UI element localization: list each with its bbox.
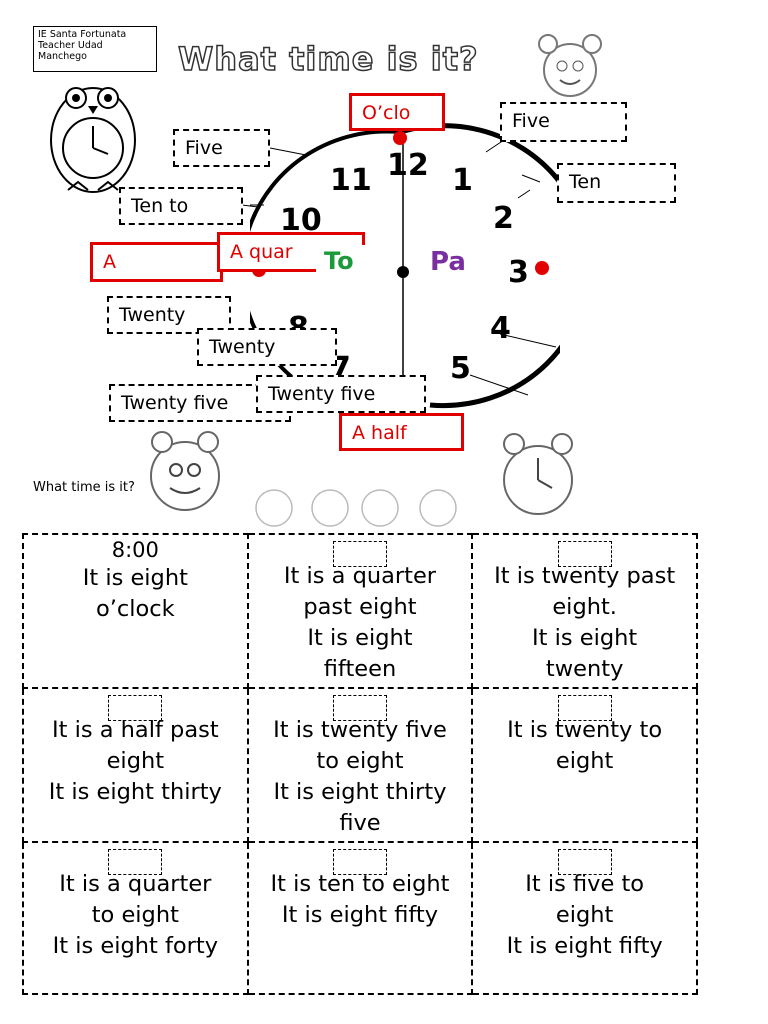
grid-cell: 8:00 It is eight o’clock <box>22 533 249 689</box>
label-ten-to: Ten to <box>119 187 243 225</box>
time-blank[interactable] <box>332 541 387 567</box>
question-text: What time is it? <box>33 480 135 495</box>
label-twenty-mid: Twenty <box>197 328 337 366</box>
time-blank[interactable] <box>557 695 612 721</box>
clock-center <box>397 266 409 278</box>
school-line: IE Santa Fortunata <box>38 29 127 40</box>
time-blank[interactable] <box>108 849 163 875</box>
time-blank[interactable] <box>332 695 387 721</box>
label-five-left: Five <box>173 129 270 167</box>
grid-cell: It is twenty past eight. It is eight twe… <box>471 533 698 689</box>
grid-cell: It is a half past eight It is eight thir… <box>22 687 249 843</box>
cell-line: It is eight <box>532 625 638 651</box>
cell-line: to eight <box>316 748 404 774</box>
time-blank[interactable] <box>332 849 387 875</box>
label-to: To <box>316 245 386 283</box>
cell-line: It is eight <box>307 625 413 651</box>
cell-line: fifteen <box>323 656 397 682</box>
cell-line: It is twenty to <box>507 717 663 743</box>
time-grid: 8:00 It is eight o’clock It is a quarter… <box>22 533 698 995</box>
clock-number: 5 <box>450 351 471 386</box>
grid-cell: It is five to eight It is eight fifty <box>471 841 698 995</box>
cell-line: It is twenty past <box>494 563 676 589</box>
label-a-half: A half <box>339 413 464 451</box>
cell-line: It is ten to eight <box>270 871 450 897</box>
cell-line: It is a quarter <box>283 563 437 589</box>
cell-line: eight <box>555 902 614 928</box>
label-twenty-left: Twenty <box>107 296 231 334</box>
cell-line: eight <box>555 748 614 774</box>
cell-line: to eight <box>91 902 179 928</box>
cell-line: It is eight <box>82 565 188 591</box>
cell-line: It is eight fifty <box>506 933 663 959</box>
cell-line: It is eight thirty <box>48 779 222 805</box>
alarm-clocks-row <box>150 431 573 527</box>
cell-line: It is five to <box>525 871 645 897</box>
school-line: Teacher Udad <box>38 40 103 51</box>
label-five-right: Five <box>500 102 627 142</box>
grid-cell: It is ten to eight It is eight fifty <box>246 841 474 995</box>
grid-cell: It is a quarter to eight It is eight for… <box>22 841 249 995</box>
marker-dot-top <box>393 131 407 145</box>
cell-line: It is eight thirty <box>273 779 447 805</box>
label-twenty-five-mid: Twenty five <box>256 375 426 413</box>
cell-time: 8:00 <box>111 538 159 562</box>
cell-line: o’clock <box>95 596 175 622</box>
grid-cell: It is a quarter past eight It is eight f… <box>246 533 474 689</box>
cell-line: It is a half past <box>51 717 219 743</box>
alarm-clock-illustration <box>538 34 602 97</box>
time-blank[interactable] <box>557 541 612 567</box>
school-line: Manchego <box>38 51 87 62</box>
clock-number: 3 <box>508 255 529 290</box>
marker-dot-right <box>535 261 549 275</box>
label-ten: Ten <box>557 163 676 203</box>
cell-line: five <box>339 810 381 836</box>
time-blank[interactable] <box>108 695 163 721</box>
cell-line: It is eight forty <box>52 933 219 959</box>
cell-line: eight. <box>552 594 617 620</box>
label-past: Pa <box>420 245 492 283</box>
owl-clock-illustration <box>50 87 136 193</box>
label-oclock: O’clo <box>349 93 445 131</box>
cell-line: It is twenty five <box>273 717 447 743</box>
school-info-box: IE Santa Fortunata Teacher Udad Manchego <box>33 26 157 72</box>
clock-number: 11 <box>330 163 372 198</box>
time-blank[interactable] <box>557 849 612 875</box>
label-a: A <box>90 242 223 282</box>
clock-number: 12 <box>387 148 429 183</box>
cell-line: twenty <box>545 656 624 682</box>
page-title: What time is it? <box>177 39 479 79</box>
cell-line: eight <box>106 748 165 774</box>
clock-number: 2 <box>493 201 514 236</box>
cell-line: past eight <box>303 594 417 620</box>
clock-number: 4 <box>490 311 511 346</box>
cell-line: It is eight fifty <box>281 902 439 928</box>
grid-cell: It is twenty to eight <box>471 687 698 843</box>
grid-cell: It is twenty five to eight It is eight t… <box>246 687 474 843</box>
cell-line: It is a quarter <box>59 871 212 897</box>
clock-number: 1 <box>452 163 473 198</box>
